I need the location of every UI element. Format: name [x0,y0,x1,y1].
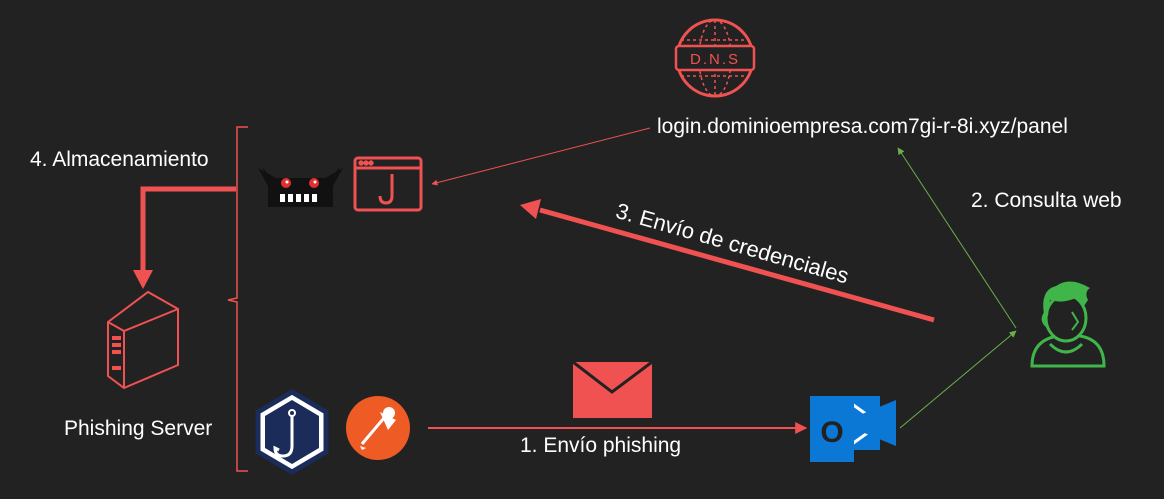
dns-globe-icon: D.N.S [674,18,756,98]
web-query-label: 2. Consulta web [971,189,1122,212]
phishing-webpage-icon [353,156,423,212]
postman-icon [346,396,410,460]
url-to-webpage-arrow [431,127,651,186]
dns-label: D.N.S [690,51,740,68]
web-query-arrow [897,147,1017,329]
evilginx-monster-icon [258,166,343,207]
user-icon [1030,281,1106,368]
phishing-url-label: login.dominioempresa.com7gi-r-8i.xyz/pan… [657,115,1068,138]
server-tower-icon [107,290,179,390]
credentials-arrow-head [520,199,541,219]
server-group-bracket [227,126,248,472]
credentials-send-arrow [539,207,935,323]
outlook-letter: O [820,416,843,449]
phishing-send-label: 1. Envío phishing [520,434,682,457]
envelope-icon [572,360,653,418]
storage-label: 4. Almacenamiento [30,148,209,171]
gophish-icon [255,389,329,475]
storage-arrow [140,186,236,272]
storage-arrow-head [133,270,153,289]
outlook-icon: O [810,396,896,462]
phishing-server-label: Phishing Server [64,417,213,440]
outlook-to-user-arrow [899,330,1017,429]
